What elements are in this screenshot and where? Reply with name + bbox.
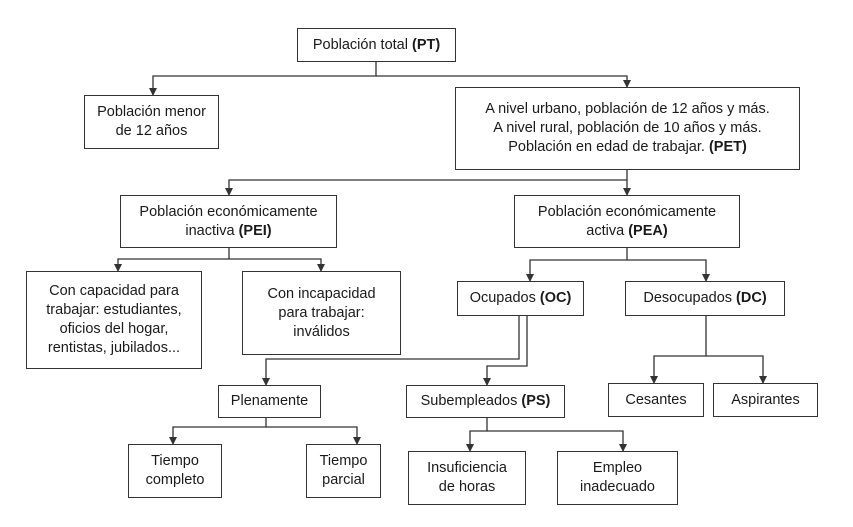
- node-label-line: Población económicamente: [537, 203, 717, 220]
- node-aspirantes: Aspirantes: [713, 383, 818, 417]
- node-label-line: completo: [145, 472, 205, 488]
- node-label-line: para trabajar:: [278, 304, 365, 321]
- node-label-line: Población económicamente: [139, 203, 318, 220]
- connector-dc-to-cesantes: [650, 316, 707, 384]
- node-label-line: oficios del hogar,: [59, 321, 169, 337]
- connector-pei-to-capacidad: [114, 248, 230, 272]
- node-label-line: parcial: [322, 472, 365, 488]
- connector-plenamente-to-parcial: [266, 426, 361, 445]
- connector-oc-to-ps: [483, 316, 528, 386]
- node-label-line: de horas: [438, 479, 496, 495]
- node-pet: A nivel urbano, población de 12 años y m…: [455, 87, 800, 170]
- node-label-line: trabajar: estudiantes,: [46, 302, 182, 318]
- node-label-line: Desocupados (DC): [643, 290, 767, 306]
- node-insuficiencia-horas: Insuficiencia de horas: [408, 451, 526, 505]
- node-label-line: Población total (PT): [312, 36, 441, 53]
- node-label-line: Población menor: [97, 104, 206, 120]
- connector-pet-to-pei: [225, 170, 628, 196]
- node-incapacidad: Con incapacidad para trabajar: inválidos: [242, 271, 401, 355]
- node-ocupados: Ocupados (OC): [457, 281, 584, 316]
- node-label-line: activa (PEA): [586, 222, 668, 239]
- connector-ps-to-horas: [466, 418, 488, 452]
- connector-pea-to-dc: [627, 259, 710, 282]
- node-label-line: inactiva (PEI): [185, 222, 272, 239]
- node-pea: Población económicamente activa (PEA): [514, 195, 740, 248]
- node-label-line: Población en edad de trabajar. (PET): [508, 139, 747, 155]
- node-label-line: Tiempo: [151, 453, 199, 469]
- connector-ps-to-inadecuado: [487, 430, 627, 452]
- connector-oc-to-plenamente: [262, 316, 520, 386]
- node-tiempo-completo: Tiempo completo: [128, 444, 222, 498]
- node-label-line: A nivel urbano, población de 12 años y m…: [485, 101, 770, 117]
- node-label-line: Con incapacidad: [267, 285, 376, 302]
- node-poblacion-menor-12: Población menor de 12 años: [84, 95, 219, 149]
- node-pei: Población económicamente inactiva (PEI): [120, 195, 337, 248]
- connector-plenamente-to-completo: [169, 418, 267, 445]
- node-capacidad: Con capacidad para trabajar: estudiantes,…: [26, 271, 202, 369]
- node-label-line: Insuficiencia: [427, 460, 507, 476]
- node-label-line: Ocupados (OC): [469, 290, 572, 306]
- node-label-line: Plenamente: [230, 393, 309, 409]
- node-cesantes: Cesantes: [608, 383, 704, 417]
- node-label-line: Aspirantes: [731, 391, 800, 408]
- node-tiempo-parcial: Tiempo parcial: [306, 444, 381, 498]
- connector-pei-to-incapacidad: [229, 258, 325, 272]
- connector-pt-to-menor12: [149, 62, 377, 96]
- node-label-line: Con capacidad para: [49, 283, 179, 299]
- node-plenamente: Plenamente: [218, 385, 321, 418]
- node-label-line: rentistas, jubilados...: [47, 340, 181, 356]
- node-label-line: A nivel rural, población de 10 años y má…: [493, 120, 762, 136]
- node-label-line: Tiempo: [319, 453, 368, 469]
- node-desocupados: Desocupados (DC): [625, 281, 785, 316]
- node-label-line: inválidos: [293, 323, 350, 340]
- node-label-line: Subempleados (PS): [420, 393, 551, 409]
- node-subempleados: Subempleados (PS): [406, 385, 565, 418]
- node-label-line: inadecuado: [580, 479, 655, 495]
- connector-pt-to-pet: [376, 75, 631, 88]
- node-poblacion-total: Población total (PT): [297, 28, 456, 62]
- node-empleo-inadecuado: Empleo inadecuado: [557, 451, 678, 505]
- node-label-line: de 12 años: [115, 123, 188, 139]
- connector-dc-to-aspirantes: [706, 355, 767, 384]
- node-label-line: Cesantes: [625, 391, 687, 408]
- connector-pea-to-oc: [526, 248, 628, 282]
- node-label-line: Empleo: [592, 460, 643, 476]
